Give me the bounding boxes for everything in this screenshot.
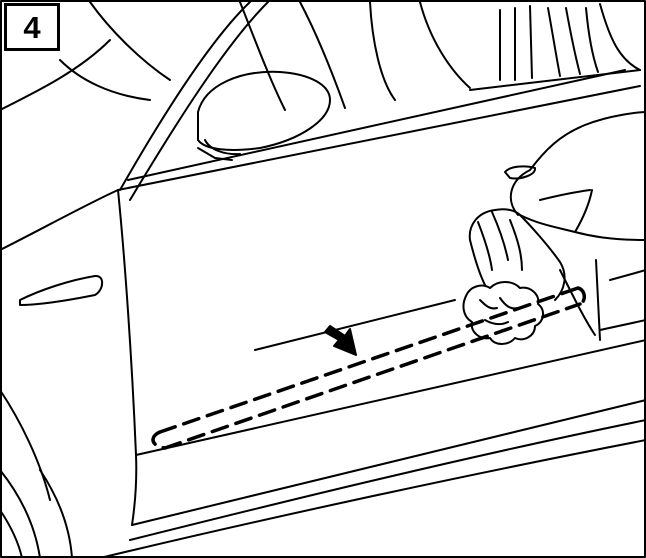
window-frame	[0, 2, 640, 200]
side-mirror-icon	[198, 72, 330, 160]
step-number-badge: 4	[4, 3, 60, 51]
hand-with-cloth-icon	[464, 112, 646, 344]
arrow-down-right-icon	[325, 326, 356, 355]
